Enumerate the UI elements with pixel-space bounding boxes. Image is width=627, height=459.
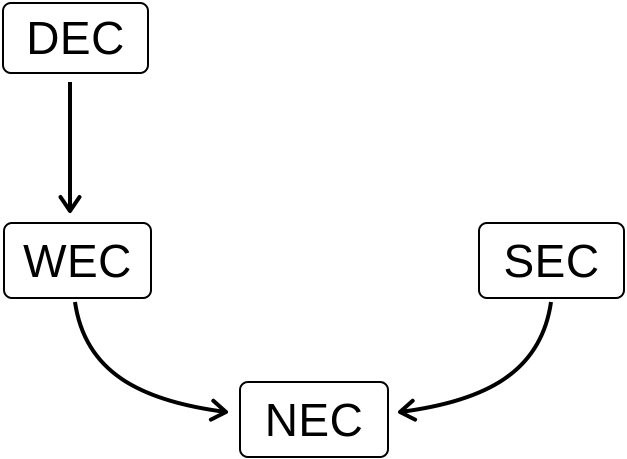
node-wec-label: WEC: [23, 234, 132, 287]
node-sec: SEC: [478, 222, 625, 299]
node-dec-label: DEC: [26, 12, 125, 64]
node-nec-label: NEC: [264, 393, 364, 446]
node-sec-label: SEC: [503, 234, 600, 287]
edge-wec-to-nec-arrow: [73, 301, 228, 422]
node-dec: DEC: [2, 2, 149, 74]
node-nec: NEC: [239, 381, 389, 458]
edge-sec-to-nec-arrow: [398, 301, 553, 422]
node-wec: WEC: [3, 222, 152, 299]
